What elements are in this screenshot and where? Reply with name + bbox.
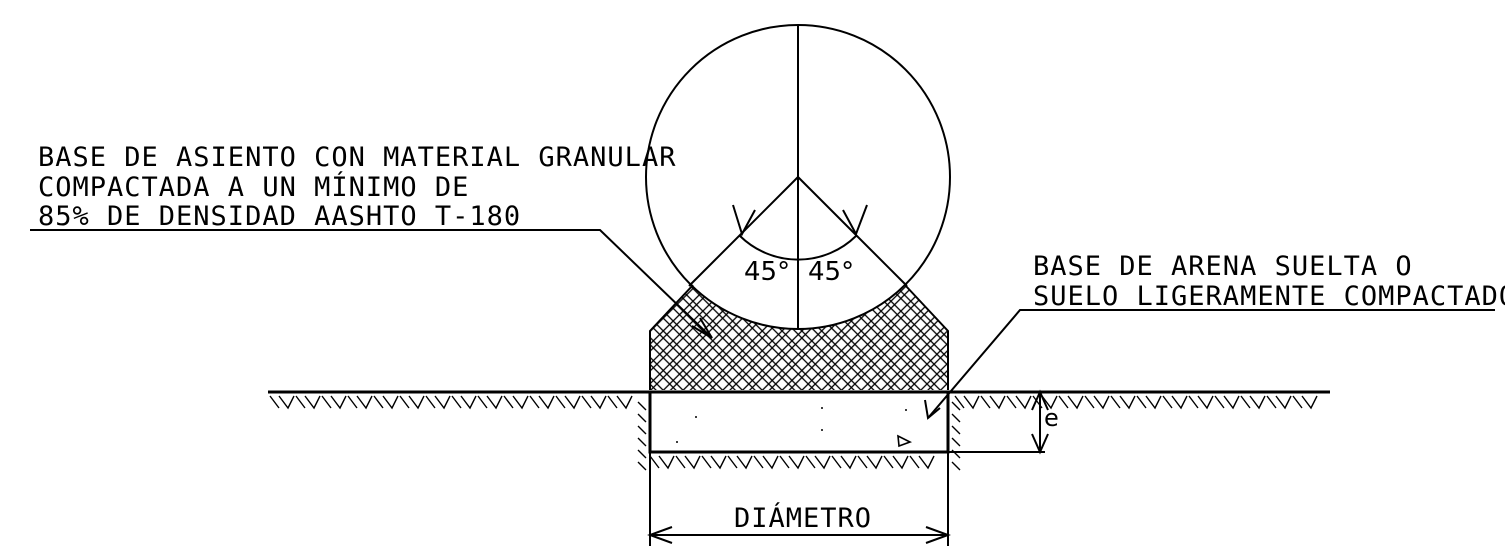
sand-base-label: BASE DE ARENA SUELTA O SUELO LIGERAMENTE…	[1033, 251, 1505, 312]
pipe-section	[645, 24, 951, 330]
thickness-label: e	[1044, 404, 1059, 432]
sand-bed-rect	[648, 390, 950, 454]
sand-bed-zone	[648, 390, 950, 454]
trench-soil-hatch	[637, 401, 961, 471]
trench-wall-hatch	[951, 401, 961, 471]
granular-label-line3: 85% DE DENSIDAD AASHTO T-180	[38, 201, 521, 232]
soil-hatch-marks	[954, 395, 1318, 410]
granular-base-label: BASE DE ASIENTO CON MATERIAL GRANULAR CO…	[38, 142, 676, 232]
thickness-dimension	[948, 389, 1049, 455]
granular-label-line2: COMPACTADA A UN MÍNIMO DE	[38, 171, 469, 203]
angle-label-left: 45°	[744, 257, 790, 287]
sand-label-line2: SUELO LIGERAMENTE COMPACTADO	[1033, 281, 1505, 312]
leader-granular	[30, 229, 713, 339]
granular-label-line1: BASE DE ASIENTO CON MATERIAL GRANULAR	[38, 142, 676, 173]
leader-lines	[30, 229, 1495, 420]
diameter-dimension	[647, 452, 951, 546]
angle-arc	[739, 235, 857, 261]
soil-hatch-marks	[269, 395, 633, 410]
trench-wall-hatch	[637, 401, 647, 471]
granular-bedding-zone	[646, 25, 950, 390]
ground-surface	[268, 390, 1330, 410]
diameter-label: DIÁMETRO	[734, 502, 872, 534]
angle-label-right: 45°	[808, 257, 854, 287]
sand-label-line1: BASE DE ARENA SUELTA O	[1033, 251, 1413, 282]
angle-line-right	[797, 176, 908, 287]
leader-sand	[927, 309, 1495, 419]
soil-hatch-marks	[649, 455, 935, 470]
